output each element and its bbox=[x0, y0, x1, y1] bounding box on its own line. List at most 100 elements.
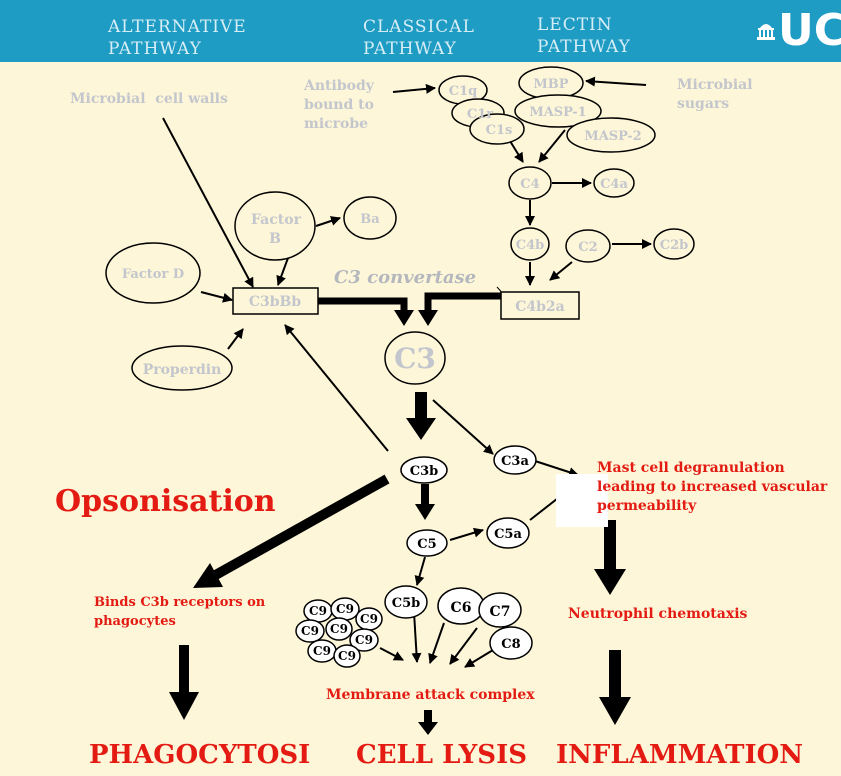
c8-text: C8 bbox=[501, 637, 520, 652]
c2b-text: C2b bbox=[660, 238, 688, 253]
logo-text: UC bbox=[778, 5, 841, 56]
mast-cell-label: Mast cell degranulation leading to incre… bbox=[597, 460, 828, 514]
opsonisation-label: Opsonisation bbox=[55, 484, 276, 519]
c5b-node bbox=[384, 585, 428, 619]
arrow-c2-c4b2a bbox=[549, 261, 573, 281]
arrow-factord-c3bbb bbox=[200, 291, 233, 303]
c3bbb-node bbox=[232, 287, 319, 315]
arrow-mac-lysis bbox=[418, 710, 438, 735]
arrowhead-c3bbb-c3 bbox=[394, 310, 414, 326]
arrow-antibody-c1q bbox=[392, 83, 436, 94]
c3-convertase-label: C3 convertase bbox=[334, 267, 477, 288]
arrow-c8-mac bbox=[464, 649, 494, 668]
c4b2a-text: C4b2a bbox=[515, 299, 565, 315]
c1s-node bbox=[469, 113, 525, 145]
c9-text: C9 bbox=[336, 602, 354, 616]
c9-text: C9 bbox=[338, 649, 356, 663]
antibody-label: Antibody bound to microbe bbox=[304, 78, 374, 132]
arrow-c6-mac bbox=[428, 622, 445, 664]
arrowhead-c4b2a-c3 bbox=[418, 310, 438, 326]
ba-text: Ba bbox=[360, 212, 380, 227]
c2-text: C2 bbox=[578, 240, 597, 255]
arrow-c7-mac bbox=[449, 627, 478, 665]
arrow-properdin-c3bbb bbox=[227, 328, 244, 350]
c4-text: C4 bbox=[520, 177, 539, 192]
masp2-text: MASP-2 bbox=[584, 129, 641, 144]
phagocytosis-label: PHAGOCYTOSI bbox=[89, 740, 311, 770]
classical-pathway-heading: CLASSICAL PATHWAY bbox=[363, 17, 475, 59]
c2b-node bbox=[653, 228, 695, 260]
factor-d-node bbox=[105, 242, 201, 304]
c6-text: C6 bbox=[451, 600, 472, 616]
c7-text: C7 bbox=[490, 604, 511, 620]
microbial-cell-walls-label: Microbial cell walls bbox=[70, 91, 228, 107]
inflammation-label: INFLAMMATION bbox=[556, 740, 804, 770]
c9-node bbox=[349, 628, 379, 652]
mac-label: Membrane attack complex bbox=[326, 687, 535, 703]
arrow-c4b2a-c3 bbox=[424, 292, 501, 312]
alternative-pathway-heading: ALTERNATIVE PATHWAY bbox=[108, 17, 247, 59]
c8-node bbox=[489, 626, 533, 660]
masp2-node bbox=[566, 117, 656, 153]
arrow-c3-c3a bbox=[432, 399, 494, 455]
c5-text: C5 bbox=[417, 537, 436, 552]
c3-node bbox=[384, 331, 446, 385]
arrow-neutrophil-inflammation bbox=[599, 650, 631, 725]
arrow-c3-c3b bbox=[406, 392, 436, 440]
c3bbb-text: C3bBb bbox=[249, 294, 302, 310]
arrow-cellwalls-c3bbb bbox=[162, 117, 254, 288]
arrow-c5-c5a bbox=[449, 527, 484, 541]
arrow-masp-c4 bbox=[538, 129, 566, 163]
header-band bbox=[0, 0, 841, 62]
arrow-c3b-binds bbox=[209, 474, 390, 582]
mast-highlight bbox=[556, 474, 608, 527]
building-icon bbox=[757, 24, 775, 40]
c4b-text: C4b bbox=[516, 238, 544, 253]
c7-node bbox=[478, 592, 522, 628]
c5a-text: C5a bbox=[494, 527, 522, 542]
c9-node bbox=[325, 617, 353, 641]
arrow-mast-neutrophil bbox=[594, 520, 626, 595]
c5-node bbox=[406, 529, 448, 557]
c4a-text: C4a bbox=[600, 177, 628, 192]
c9-node bbox=[295, 619, 325, 643]
microbial-sugars-label: Microbial sugars bbox=[677, 77, 753, 112]
masp1-node bbox=[514, 94, 602, 128]
c4a-node bbox=[593, 168, 635, 198]
arrow-sugars-mbp bbox=[585, 76, 647, 87]
c9-text: C9 bbox=[309, 604, 327, 618]
arrow-c3b-c5 bbox=[415, 484, 435, 520]
arrow-c3b-c3bbb bbox=[284, 324, 389, 452]
properdin-text: Properdin bbox=[143, 362, 222, 378]
c1s-text: C1s bbox=[486, 123, 513, 138]
c3-text: C3 bbox=[394, 342, 436, 375]
c9-node bbox=[333, 644, 361, 668]
cell-lysis-label: CELL LYSIS bbox=[356, 740, 528, 770]
factor-b-text: Factor B bbox=[251, 212, 301, 247]
arrow-c5-c5b bbox=[414, 556, 426, 586]
arrow-c3a-mastcell bbox=[534, 460, 579, 477]
c2-node bbox=[565, 229, 611, 263]
c1q-text: C1q bbox=[449, 84, 477, 99]
c9-text: C9 bbox=[330, 622, 348, 636]
arrow-c9-mac bbox=[379, 647, 404, 661]
c3b-node bbox=[400, 456, 448, 484]
masp1-text: MASP-1 bbox=[529, 105, 586, 120]
arrow-factorb-c3bbb bbox=[276, 257, 289, 286]
arrow-binds-phagocytosis bbox=[169, 645, 199, 720]
arrow-c5b-mac bbox=[411, 611, 422, 663]
c4-node bbox=[508, 166, 552, 200]
c9-text: C9 bbox=[301, 624, 319, 638]
c4b2a-node bbox=[500, 291, 580, 320]
c1r-text: C1r bbox=[467, 107, 493, 122]
arrowhead-c3b-binds bbox=[193, 563, 223, 588]
c9-text: C9 bbox=[355, 633, 373, 647]
arrow-c3bbb-c3 bbox=[318, 297, 408, 312]
factor-b-node bbox=[234, 191, 316, 261]
mbp-text: MBP bbox=[533, 77, 568, 92]
arrow-factorb-ba bbox=[315, 216, 341, 227]
properdin-node bbox=[131, 345, 233, 391]
c3a-node bbox=[493, 445, 537, 475]
neutrophil-chemotaxis-label: Neutrophil chemotaxis bbox=[568, 606, 748, 622]
